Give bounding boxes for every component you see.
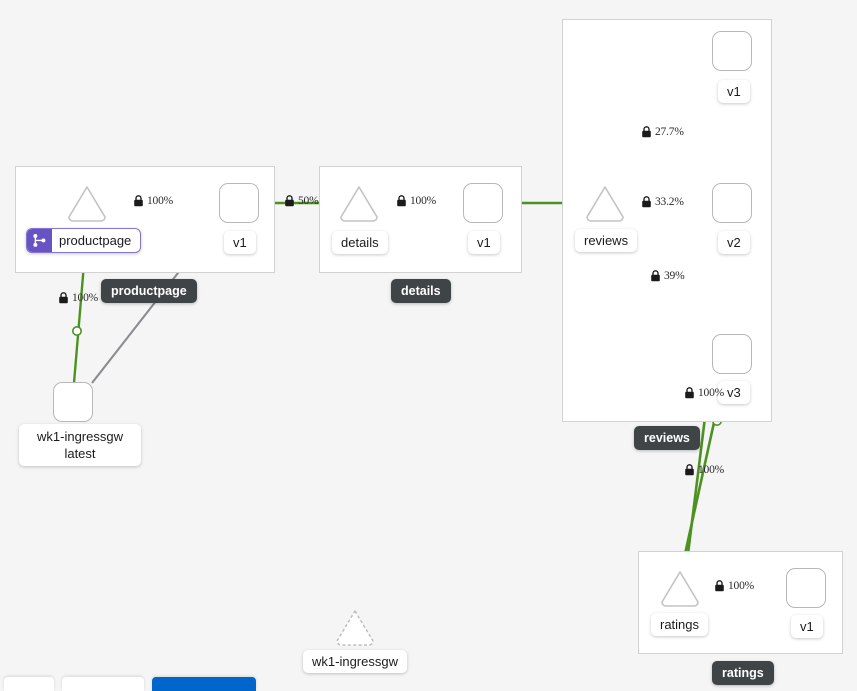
node-productpage-service[interactable] [66,184,108,222]
service-triangle-dashed-icon [336,610,374,646]
edge-label-reviews-v1: 27.7% [641,126,684,138]
edge-label-productpage-v1: 100% [133,195,173,207]
node-label-details-v1: v1 [468,231,500,254]
node-label-productpage-text: productpage [59,233,132,248]
lock-icon [651,270,660,282]
edge-traffic-percent: 50% [298,195,319,207]
node-details-v1[interactable] [463,183,503,223]
edge-label-gw-productpage: 100% [58,292,98,304]
lock-icon [685,464,694,476]
edge-label-reviews-v2: 33.2% [641,196,684,208]
edge-traffic-percent: 27.7% [655,126,684,138]
edge-traffic-percent: 100% [728,580,755,592]
edge-traffic-percent: 100% [410,195,437,207]
node-label-productpage[interactable]: productpage [26,228,142,253]
group-tooltip-ratings: ratings [712,661,774,685]
edge-label-reviews-v3-ratings: 100% [684,387,724,399]
edge-label-reviews-v2-ratings: 100% [684,464,724,476]
service-triangle-icon [68,186,106,222]
service-triangle-icon [661,571,699,607]
lock-icon [715,580,724,592]
node-details-service[interactable] [338,184,380,222]
edge-traffic-percent: 39% [664,270,685,282]
node-label-reviews-v3: v3 [718,381,750,404]
edge-label-ratings-v1: 100% [714,580,754,592]
bottom-toolbar[interactable] [0,677,256,691]
node-label-productpage-v1: v1 [224,231,256,254]
lock-icon [134,195,143,207]
node-reviews-v1[interactable] [712,31,752,71]
service-triangle-icon [586,186,624,222]
node-label-details: details [332,231,388,254]
node-label-line1: wk1-ingressgw [37,429,123,444]
graph-tools-chip[interactable] [62,677,144,691]
lock-icon [285,195,294,207]
virtual-service-icon [27,229,52,252]
edge-traffic-percent: 100% [698,387,725,399]
node-reviews-v3[interactable] [712,334,752,374]
lock-icon [642,126,651,138]
edge-traffic-percent: 100% [147,195,174,207]
edge-label-details-v1: 100% [396,195,436,207]
node-label-ratings: ratings [651,613,709,636]
edge-label-productpage-details: 50% [284,195,319,207]
group-tooltip-details: details [391,279,451,303]
node-label-ratings-v1: v1 [791,615,823,638]
lock-icon [642,196,651,208]
node-wk1-ingressgw[interactable] [53,382,93,422]
node-label-line2: latest [64,446,96,461]
node-label-reviews-v2: v2 [718,231,750,254]
primary-action-button[interactable] [152,677,256,691]
node-productpage-v1[interactable] [219,183,259,223]
node-label-wk1-ingressgw-service: wk1-ingressgw [303,650,407,673]
group-tooltip-reviews: reviews [634,426,700,450]
node-reviews-v2[interactable] [712,183,752,223]
lock-icon [59,292,68,304]
node-reviews-service[interactable] [584,184,626,222]
node-wk1-ingressgw-service[interactable] [334,608,376,646]
edge-traffic-percent: 100% [72,292,99,304]
node-label-reviews: reviews [575,229,638,252]
edge-label-reviews-v3: 39% [650,270,685,282]
node-label-wk1-ingressgw: wk1-ingressgw latest [19,424,141,466]
edge-traffic-percent: 33.2% [655,196,684,208]
lock-icon [685,387,694,399]
node-ratings-v1[interactable] [786,568,826,608]
lock-icon [397,195,406,207]
service-triangle-icon [340,186,378,222]
edge-traffic-percent: 100% [698,464,725,476]
node-ratings-service[interactable] [659,569,701,607]
zoom-control-chip[interactable] [4,677,54,691]
group-tooltip-productpage: productpage [101,279,197,303]
node-label-reviews-v1: v1 [718,80,750,103]
